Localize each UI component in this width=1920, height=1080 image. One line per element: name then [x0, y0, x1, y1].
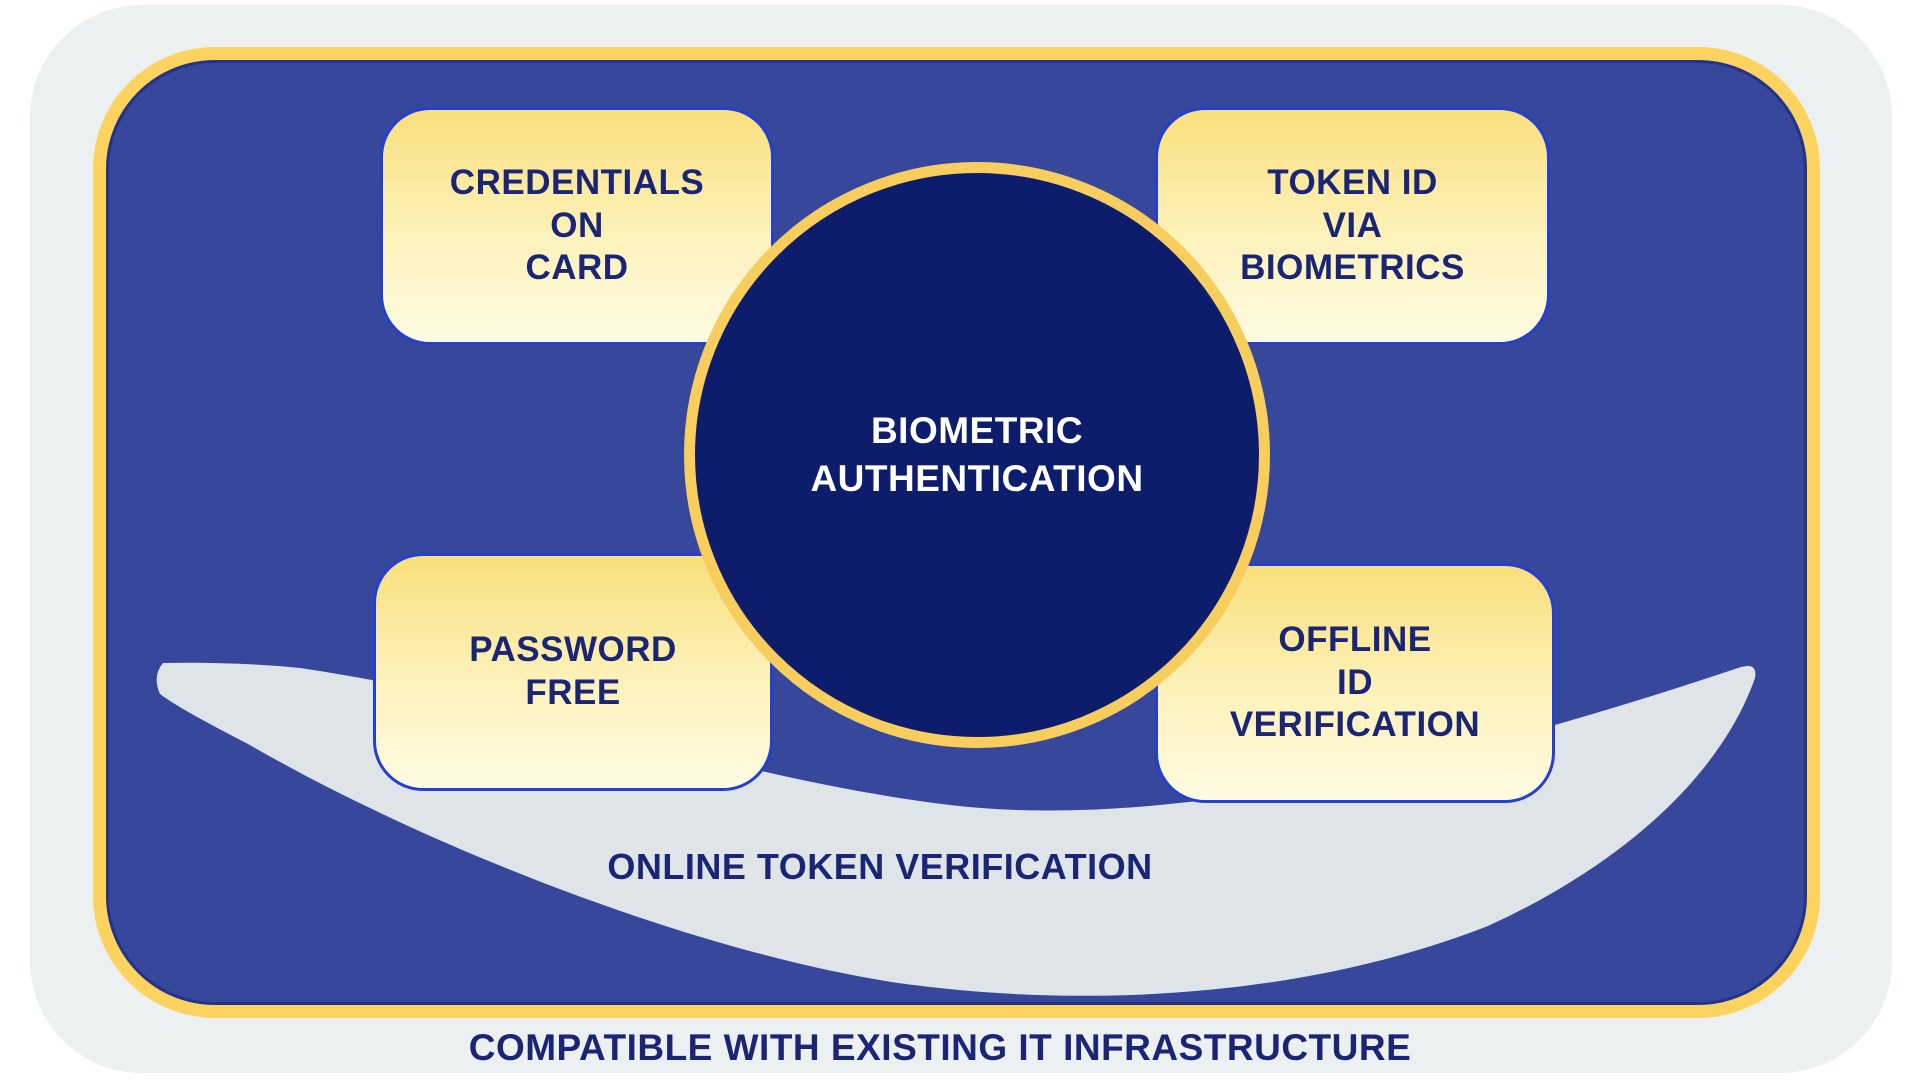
swoosh-label: ONLINE TOKEN VERIFICATION [607, 846, 1153, 887]
bottom-caption: COMPATIBLE WITH EXISTING IT INFRASTRUCTU… [468, 1027, 1412, 1068]
box-line: VIA [1322, 205, 1383, 245]
box-line: ON [550, 205, 604, 245]
box-line: PASSWORD [469, 630, 677, 670]
box-line: VERIFICATION [1229, 705, 1481, 745]
box-line: OFFLINE [1278, 619, 1432, 659]
box-line: BIOMETRICS [1240, 248, 1465, 288]
center-circle-biometric-authentication: BIOMETRIC AUTHENTICATION [684, 162, 1270, 748]
box-line: CARD [525, 248, 629, 288]
circle-line: AUTHENTICATION [810, 458, 1144, 499]
circle-line: BIOMETRIC [870, 409, 1084, 451]
box-line: CREDENTIALS [449, 162, 705, 202]
box-line: FREE [525, 673, 621, 712]
box-line: TOKEN ID [1267, 162, 1438, 202]
box-line: ID [1337, 662, 1373, 702]
box-credentials-on-card: CREDENTIALS ON CARD [380, 107, 774, 345]
box-password-free: PASSWORD FREE [373, 553, 773, 791]
